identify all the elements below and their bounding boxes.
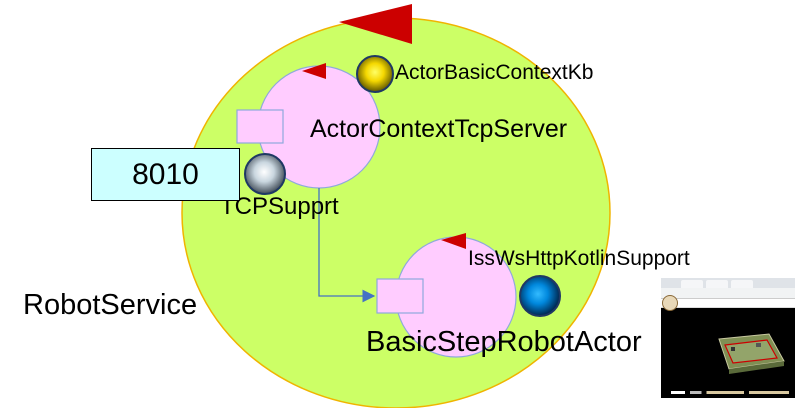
compass-icon [662,295,678,311]
robot-service-label: RobotService [23,289,197,321]
ws-http-support-label: IssWsHttpKotlinSupport [468,247,690,270]
robot-actor-label: BasicStepRobotActor [366,326,642,358]
red-triangle-icon [339,4,412,44]
browser-bookmarks-bar [661,299,795,308]
robot-actor-port-box [376,278,424,314]
port-number: 8010 [132,157,199,191]
virtual-robot-scene [718,333,785,374]
browser-url-bar [661,288,795,299]
blue-sphere-icon [519,275,561,317]
yellow-sphere-icon [356,55,394,93]
red-triangle-icon [441,233,466,249]
kb-label: ActorBasicContextKb [395,61,593,84]
red-triangle-icon [302,63,326,79]
browser-footer [671,391,789,394]
silver-sphere-icon [244,153,286,195]
message-link-arrow [318,188,376,303]
browser-screenshot-thumbnail [661,278,795,398]
tcp-server-port-box [236,109,284,144]
port-8010-box: 8010 [91,148,240,201]
browser-tabs [661,278,795,288]
tcp-server-actor-label: ActorContextTcpServer [310,115,567,143]
